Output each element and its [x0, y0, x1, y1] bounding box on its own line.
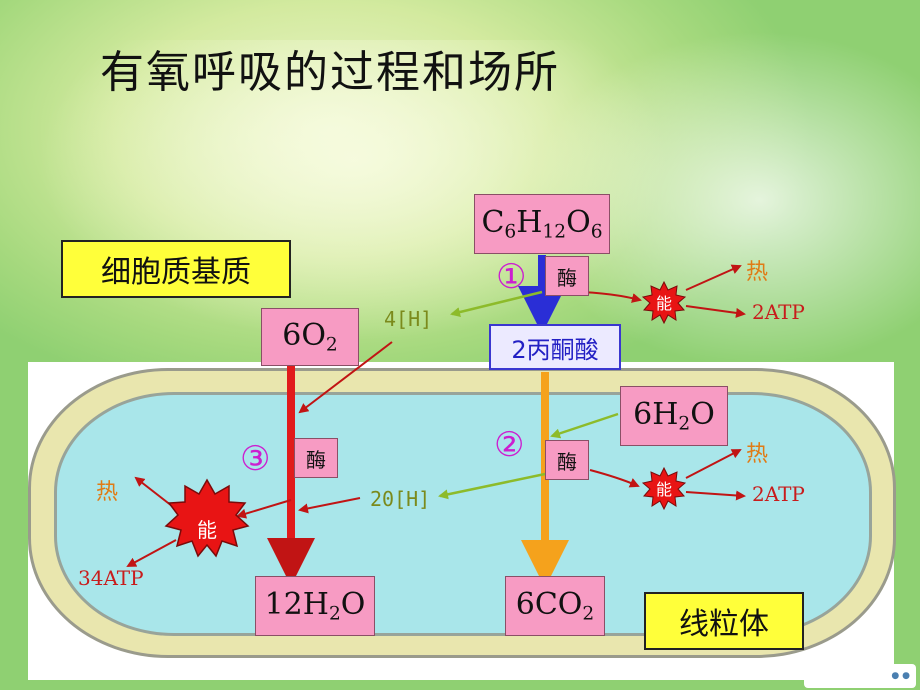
atp-label-1: 2ATP: [752, 300, 805, 324]
water-input-box: 6H2O: [620, 386, 728, 446]
atp-label-2: 2ATP: [752, 482, 805, 506]
cytoplasm-label: 细胞质基质: [61, 240, 291, 298]
slide-title: 有氧呼吸的过程和场所: [100, 47, 560, 98]
heat-label-3: 热: [96, 480, 119, 505]
hydrogen-2-label: 20[H]: [370, 487, 431, 511]
stage-3-marker: ③: [240, 439, 271, 479]
energy-label-1: 能: [655, 294, 672, 313]
water-output-formula: 12H2O: [264, 587, 366, 625]
energy-label-3: 能: [197, 518, 217, 542]
enzyme-box-1: 酶: [545, 256, 589, 296]
stage2-atp-arrow: [685, 490, 746, 501]
stage-1-marker: ①: [496, 257, 527, 297]
stage2-energy-curve: [589, 469, 640, 488]
atp-label-3: 34ATP: [78, 566, 144, 590]
oxygen-box: 6O2: [261, 308, 359, 366]
water-in-line: [550, 412, 619, 439]
site-logo: ● ●: [804, 664, 916, 688]
co2-box: 6CO2: [505, 576, 605, 636]
glucose-box: C6H12O6: [474, 194, 610, 254]
stage3-to-energy: [236, 499, 292, 519]
stage2-heat-arrow: [685, 449, 742, 479]
energy-label-2: 能: [655, 480, 672, 499]
stage1-atp-arrow: [685, 305, 746, 318]
hydrogen-2-to-stage3: [298, 497, 361, 514]
oxygen-formula: 6O2: [282, 318, 338, 356]
hydrogen-1-to-stage3: [298, 341, 393, 414]
heat-label-1: 热: [746, 260, 769, 285]
logo-mark: ● ●: [891, 671, 910, 681]
glucose-formula: C6H12O6: [481, 205, 603, 243]
stage3-heat-arrow: [134, 476, 173, 507]
stage-2-marker: ②: [494, 425, 525, 465]
stage1-heat-arrow: [685, 264, 742, 291]
energy-star-2: [641, 466, 687, 511]
hydrogen-2-line: [438, 472, 546, 500]
energy-star-1: [641, 280, 687, 325]
enzyme-box-3: 酶: [294, 438, 338, 478]
enzyme-box-2: 酶: [545, 440, 589, 480]
hydrogen-1-line: [450, 290, 543, 317]
energy-star-3: [164, 478, 250, 558]
co2-formula: 6CO2: [515, 587, 595, 625]
water-input-formula: 6H2O: [633, 397, 715, 435]
pyruvate-box: 2丙酮酸: [489, 324, 621, 370]
stage3-atp-arrow: [126, 539, 177, 567]
mitochondria-label: 线粒体: [644, 592, 804, 650]
heat-label-2: 热: [746, 442, 769, 467]
hydrogen-1-label: 4[H]: [384, 307, 433, 331]
water-output-box: 12H2O: [255, 576, 375, 636]
